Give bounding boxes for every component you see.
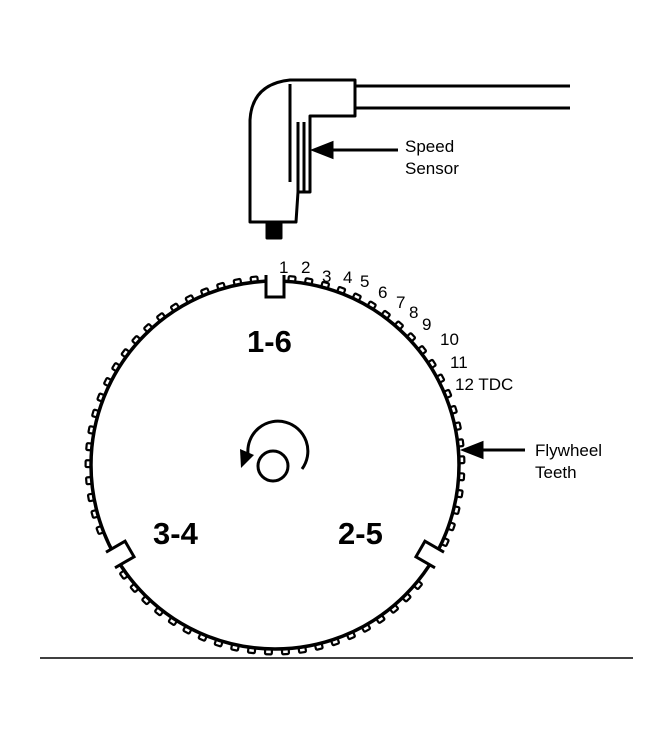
tooth-number-6: 6 xyxy=(378,283,387,302)
center-hub xyxy=(256,449,290,483)
speed-sensor-label-line2: Sensor xyxy=(405,159,459,178)
flywheel-notch-2 xyxy=(413,539,445,570)
tooth-number-4: 4 xyxy=(343,268,352,287)
tooth-number-1: 1 xyxy=(279,258,288,277)
speed-sensor-label-line1: Speed xyxy=(405,137,454,156)
tooth-number-12-tdc: 12 TDC xyxy=(455,375,513,394)
flywheel-notch-3 xyxy=(105,539,137,570)
flywheel-teeth-label-line1: Flywheel xyxy=(535,441,602,460)
tooth-number-labels: 1 2 3 4 5 6 7 8 9 10 11 12 TDC xyxy=(279,258,513,394)
flywheel-teeth-arrow xyxy=(459,440,525,460)
tooth-number-7: 7 xyxy=(396,293,405,312)
tooth-number-10: 10 xyxy=(440,330,459,349)
tooth-number-9: 9 xyxy=(422,315,431,334)
flywheel-notch-1 xyxy=(264,275,286,299)
tooth-number-3: 3 xyxy=(322,267,331,286)
speed-sensor-arrow xyxy=(309,140,398,160)
tooth-number-11: 11 xyxy=(450,353,468,372)
tooth-number-5: 5 xyxy=(360,272,369,291)
speed-sensor xyxy=(248,78,357,240)
firing-pair-2-5: 2-5 xyxy=(338,516,383,551)
firing-pair-1-6: 1-6 xyxy=(247,324,292,359)
tooth-number-2: 2 xyxy=(301,258,310,277)
tooth-number-8: 8 xyxy=(409,303,418,322)
sensor-cable xyxy=(355,84,570,110)
flywheel-teeth-label-line2: Teeth xyxy=(535,463,577,482)
rotation-arrow xyxy=(240,419,310,470)
flywheel-notches xyxy=(105,275,445,570)
firing-pair-3-4: 3-4 xyxy=(153,516,199,551)
